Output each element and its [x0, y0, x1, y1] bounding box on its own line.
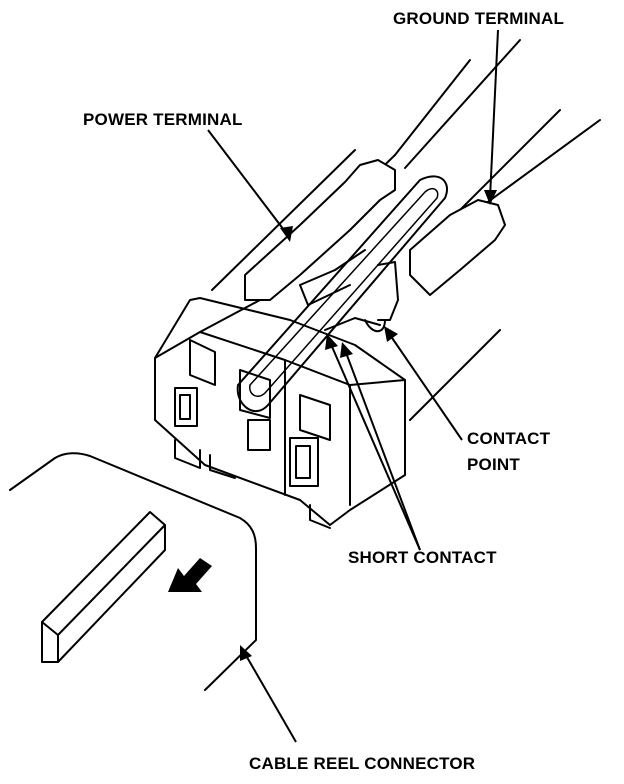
label-power-terminal: POWER TERMINAL [83, 110, 243, 129]
ground-terminal-sleeve [409, 199, 506, 296]
power-terminal-sleeve [244, 159, 396, 301]
cable-reel-connector-body [9, 452, 257, 691]
shorting-spring [236, 175, 448, 412]
label-contact-point-line1: CONTACT [467, 429, 551, 448]
label-contact-point-line2: POINT [467, 455, 520, 474]
cable-reel-connector-blade [41, 511, 166, 663]
connector-housing [154, 297, 406, 529]
label-cable-reel-connector: CABLE REEL CONNECTOR [249, 754, 475, 773]
insertion-arrow-icon [168, 558, 212, 592]
label-short-contact: SHORT CONTACT [348, 548, 497, 567]
label-ground-terminal: GROUND TERMINAL [393, 9, 564, 28]
leader-lines [207, 29, 499, 743]
